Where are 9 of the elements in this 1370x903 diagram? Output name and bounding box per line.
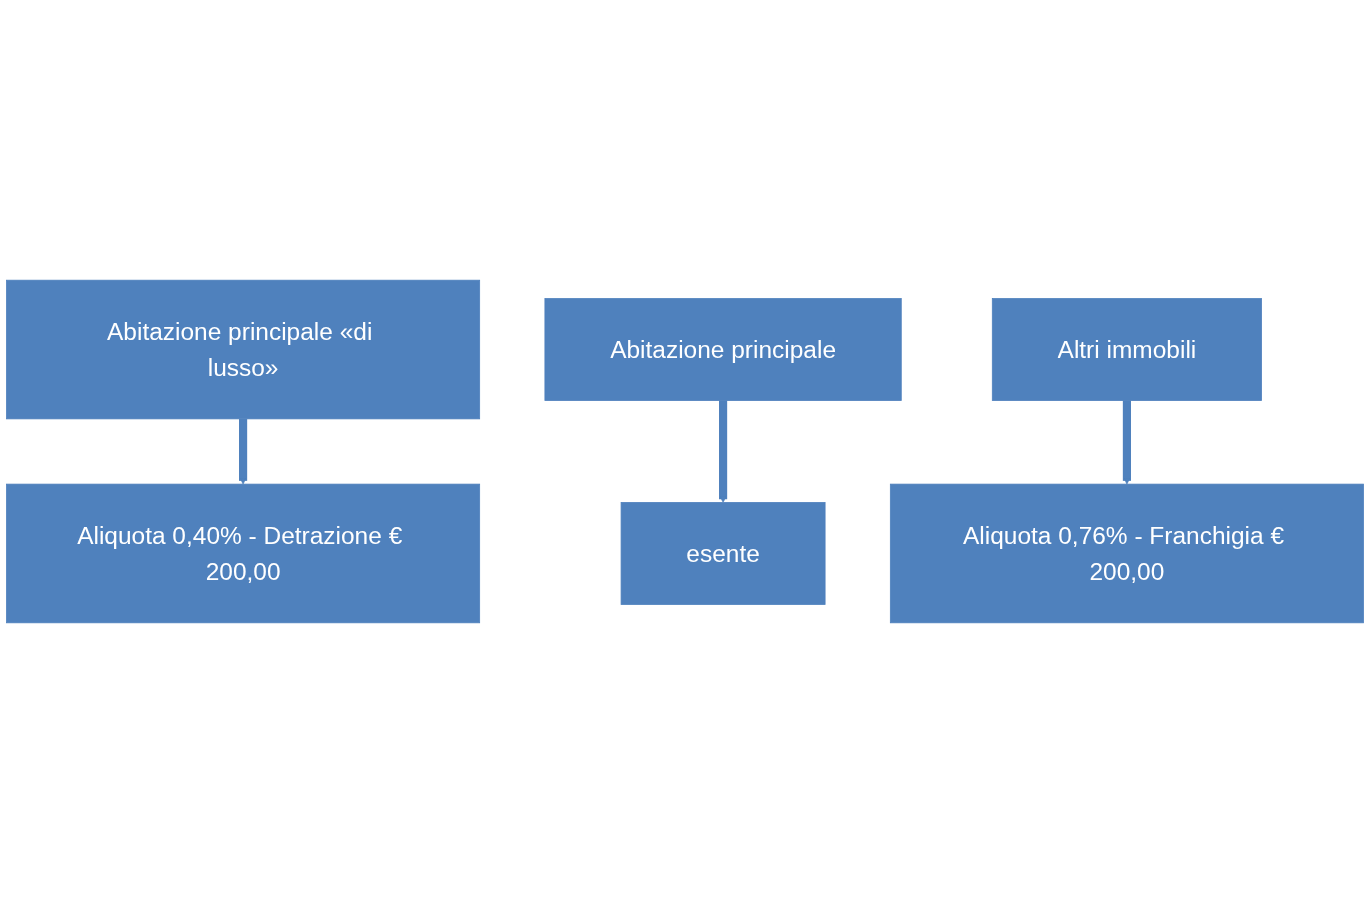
node-box: Aliquota 0,76% - Franchigia € 200,00: [889, 483, 1364, 624]
node-box: Altri immobili: [991, 298, 1262, 401]
arrow: [719, 400, 728, 503]
node-box: Abitazione principale «di lusso»: [6, 279, 481, 420]
arrow: [239, 418, 248, 485]
node-box: Abitazione principale: [544, 298, 902, 401]
node-box: Aliquota 0,40% - Detrazione € 200,00: [6, 483, 481, 624]
node-box: esente: [620, 502, 826, 605]
arrow: [1122, 400, 1131, 485]
